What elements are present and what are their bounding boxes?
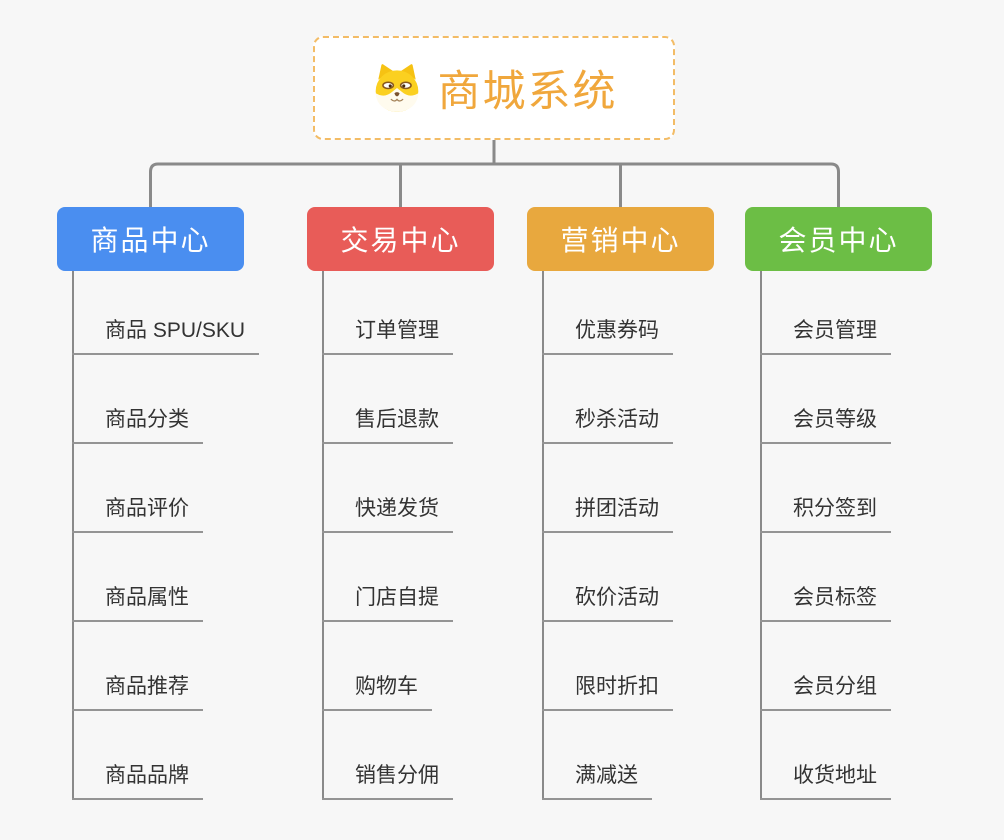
leaf-node[interactable]: 会员分组 — [760, 673, 891, 711]
leaf-node[interactable]: 砍价活动 — [542, 584, 673, 622]
leaf-node[interactable]: 会员等级 — [760, 406, 891, 444]
branch-node-1[interactable]: 商品中心 — [57, 207, 244, 271]
branch-node-3[interactable]: 营销中心 — [527, 207, 714, 271]
root-node[interactable]: 商城系统 — [313, 36, 675, 140]
leaf-node[interactable]: 售后退款 — [322, 406, 453, 444]
branch-child-line-1 — [72, 271, 74, 800]
shiba-dog-icon — [375, 64, 418, 112]
leaf-node[interactable]: 积分签到 — [760, 495, 891, 533]
leaf-node[interactable]: 优惠券码 — [542, 317, 673, 355]
branch-node-4[interactable]: 会员中心 — [745, 207, 932, 271]
leaf-node[interactable]: 秒杀活动 — [542, 406, 673, 444]
leaf-node[interactable]: 购物车 — [322, 673, 432, 711]
branch-child-line-2 — [322, 271, 324, 800]
leaf-node[interactable]: 商品分类 — [72, 406, 203, 444]
leaf-node[interactable]: 收货地址 — [760, 762, 891, 800]
branch-child-line-4 — [760, 271, 762, 800]
leaf-node[interactable]: 订单管理 — [322, 317, 453, 355]
leaf-node[interactable]: 商品 SPU/SKU — [72, 317, 260, 355]
leaf-node[interactable]: 商品品牌 — [72, 762, 203, 800]
leaf-node[interactable]: 商品属性 — [72, 584, 203, 622]
leaf-node[interactable]: 满减送 — [542, 762, 652, 800]
leaf-node[interactable]: 商品评价 — [72, 495, 203, 533]
branch-child-line-3 — [542, 271, 544, 800]
leaf-node[interactable]: 会员标签 — [760, 584, 891, 622]
root-label: 商城系统 — [437, 68, 618, 116]
leaf-node[interactable]: 会员管理 — [760, 317, 891, 355]
leaf-node[interactable]: 商品推荐 — [72, 673, 203, 711]
branch-node-2[interactable]: 交易中心 — [307, 207, 494, 271]
leaf-node[interactable]: 销售分佣 — [322, 762, 453, 800]
leaf-node[interactable]: 限时折扣 — [542, 673, 673, 711]
leaf-node[interactable]: 门店自提 — [322, 584, 453, 622]
leaf-node[interactable]: 拼团活动 — [542, 495, 673, 533]
leaf-node[interactable]: 快递发货 — [322, 495, 453, 533]
